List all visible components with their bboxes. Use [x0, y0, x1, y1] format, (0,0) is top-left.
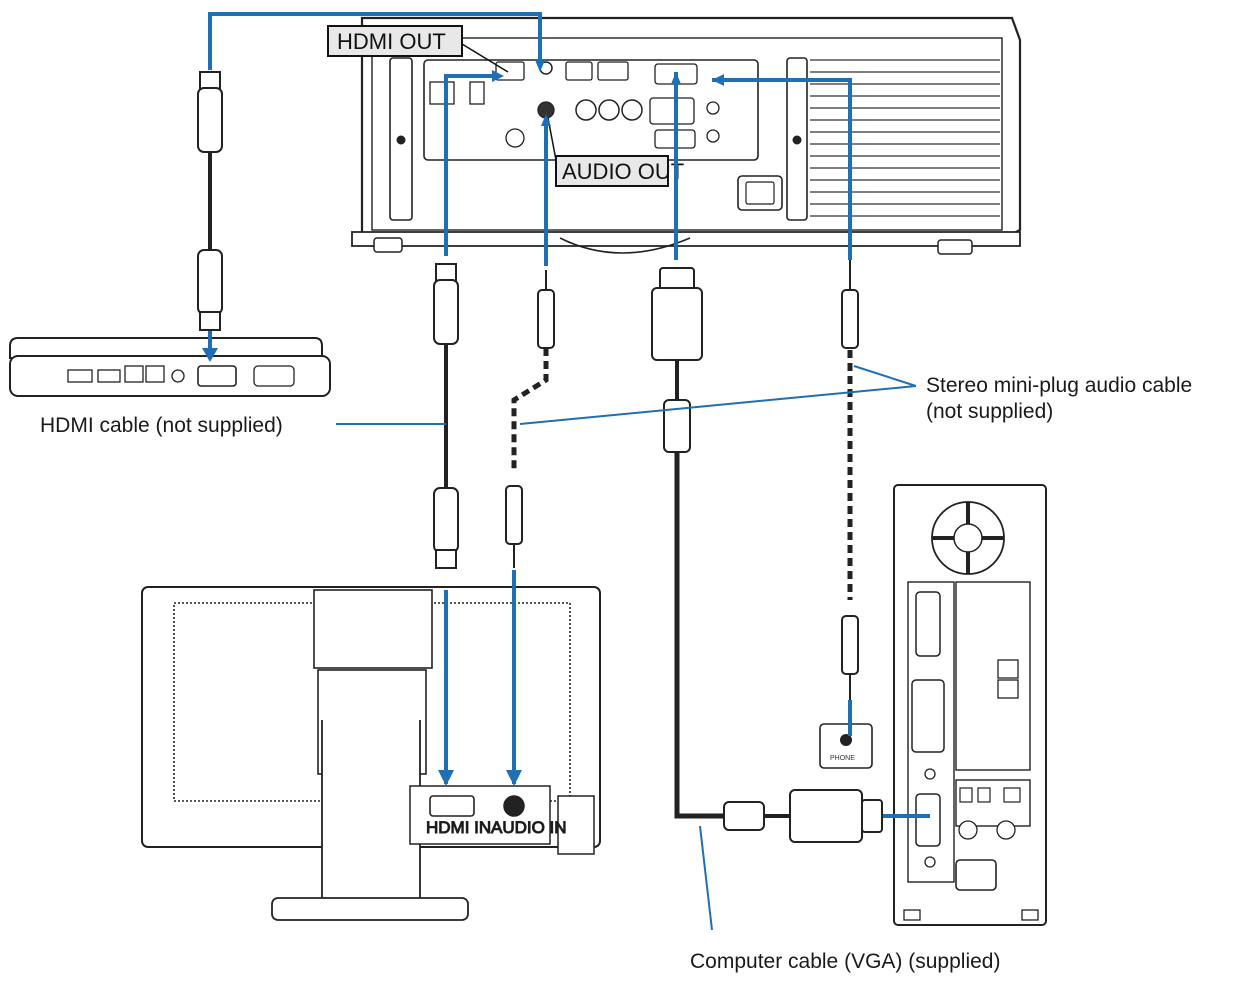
hdmi-out-label: HDMI OUT [337, 29, 446, 54]
monitor: HDMI IN AUDIO IN [141, 586, 601, 921]
hdmi-laptop-link [208, 12, 542, 70]
hdmi-cable-top [197, 71, 223, 331]
arrowheads [202, 60, 724, 786]
audio-in-link-upper [712, 78, 852, 260]
vga-cable-callout [699, 825, 713, 931]
hdmi-cable-label: HDMI cable (not supplied) [40, 414, 283, 437]
audio-out-callout: AUDIO OUT [547, 117, 684, 187]
stereo-cable-callout-left [519, 385, 917, 425]
laptop [9, 337, 331, 397]
hdmi-cable-monitor [433, 263, 459, 569]
vga-cable [651, 267, 883, 843]
signal-lines [208, 12, 930, 818]
audio-cable-pc [841, 260, 859, 700]
phone-port: PHONE [819, 723, 873, 769]
audio-in-label: AUDIO IN [491, 818, 567, 837]
callout-lines [336, 365, 917, 931]
stereo-cable-callout-right [853, 365, 917, 387]
stereo-cable-label-line1: Stereo mini-plug audio cable [926, 374, 1192, 397]
stereo-cable-label-line2: (not supplied) [926, 400, 1053, 423]
vga-cable-label: Computer cable (VGA) (supplied) [690, 950, 1000, 973]
audio-cable-monitor [505, 270, 555, 568]
phone-label: PHONE [830, 755, 855, 762]
audio-out-label: AUDIO OUT [562, 159, 684, 184]
hdmi-in-label: HDMI IN [426, 818, 491, 837]
hdmi-monitor-link-upper [444, 74, 494, 256]
hdmi-out-callout: HDMI OUT [327, 25, 509, 73]
pc-tower [893, 484, 1047, 926]
